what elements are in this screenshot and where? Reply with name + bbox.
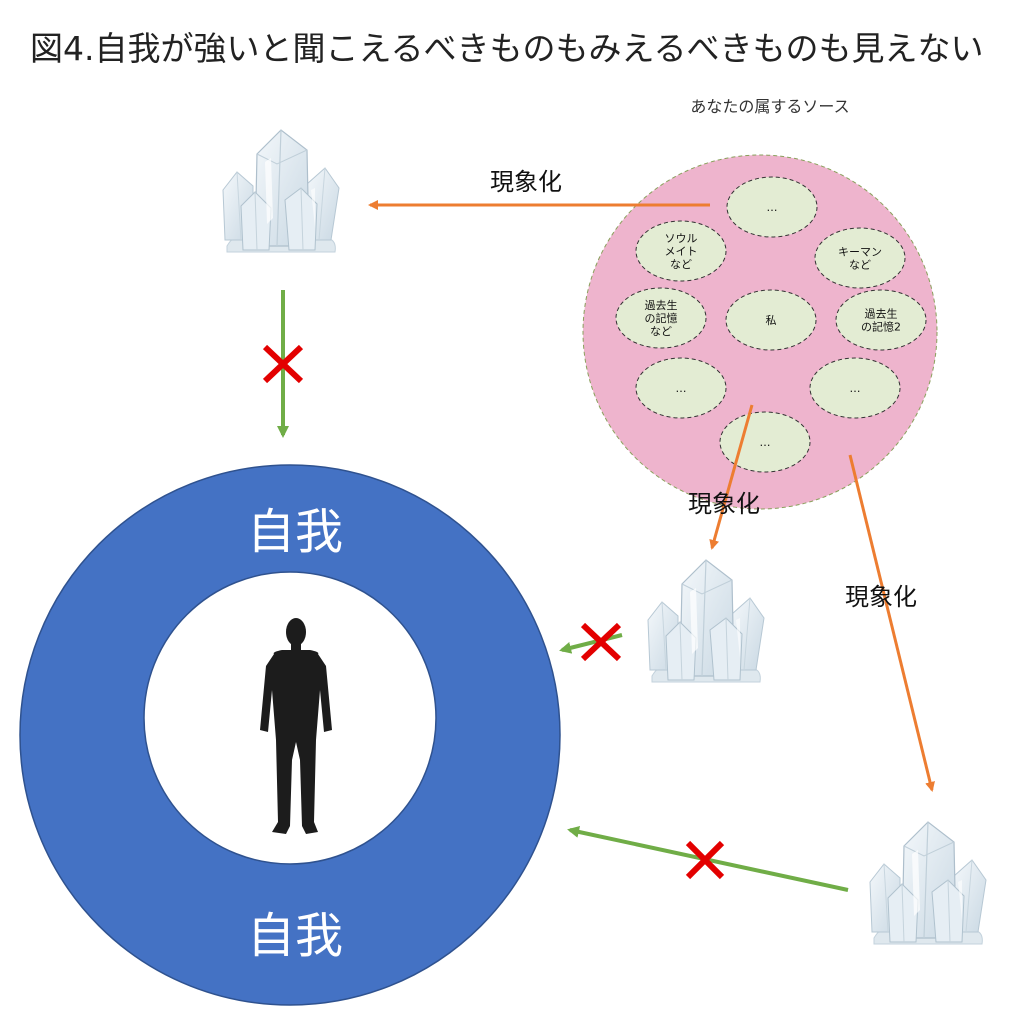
blocked-arrow (559, 633, 623, 654)
manifestation-label: 現象化 (688, 490, 760, 518)
source-node-label: キーマン (838, 246, 882, 259)
source-node-label: など (670, 258, 692, 271)
source-group: あなたの属するソース …ソウルメイトなどキーマンなど過去生の記憶など私過去生の記… (582, 97, 938, 510)
manifestation-arrow (709, 404, 754, 550)
source-nodes: …ソウルメイトなどキーマンなど過去生の記憶など私過去生の記憶2……… (615, 176, 927, 473)
source-node-ellipse (835, 289, 927, 351)
person-silhouette-icon (260, 618, 332, 834)
source-node-label: … (676, 382, 687, 395)
source-node-label: 過去生 (865, 307, 898, 321)
ego-bottom-label: 自我 (247, 908, 343, 964)
crystal-icon (222, 129, 340, 253)
source-node-label: の記憶 (645, 311, 678, 325)
blocked-cross-icon (262, 344, 304, 384)
source-node-label: … (760, 436, 771, 449)
manifestation-label: 現象化 (845, 583, 917, 611)
source-node: … (726, 176, 818, 238)
source-node: … (719, 411, 811, 473)
source-node-label: など (849, 259, 871, 272)
source-node-label: 私 (766, 314, 777, 327)
source-node: … (635, 357, 727, 419)
source-node-label: 過去生 (645, 298, 678, 312)
source-node-ellipse (615, 287, 707, 349)
source-node: 私 (725, 289, 817, 351)
source-label: あなたの属するソース (690, 97, 849, 116)
manifestation-label: 現象化 (490, 168, 562, 196)
source-node-ellipse (635, 357, 727, 419)
ego-top-label: 自我 (247, 504, 343, 560)
blocked-cross-icon (580, 622, 622, 662)
blocked-cross-icon (685, 840, 725, 880)
source-node-ellipse (814, 227, 906, 289)
page-title: 図4.自我が強いと聞こえるべきものもみえるべきものも見えない (30, 29, 984, 68)
source-node-label: … (767, 201, 778, 214)
source-node-label: の記憶2 (861, 320, 901, 334)
source-node-label: メイト (665, 245, 698, 258)
crystal-icon (869, 821, 987, 945)
manifestation-arrow (848, 454, 935, 792)
source-node-label: など (650, 325, 672, 338)
source-node-ellipse (635, 220, 727, 282)
source-node-label: … (850, 382, 861, 395)
source-node-ellipse (809, 357, 901, 419)
source-node-ellipse (725, 289, 817, 351)
source-node-ellipse (719, 411, 811, 473)
crystal-icon (647, 559, 765, 683)
ego-group: 自我 自我 (19, 464, 561, 1006)
source-node-ellipse (726, 176, 818, 238)
source-node: … (809, 357, 901, 419)
source-node-label: ソウル (665, 232, 698, 245)
